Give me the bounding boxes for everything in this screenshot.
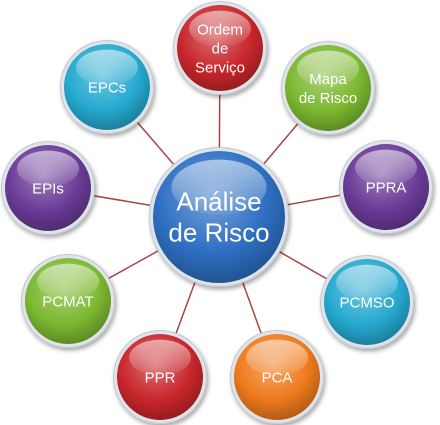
node-pcmso-highlight (336, 264, 398, 301)
node-epis: EPIs (1, 141, 95, 235)
node-pca: PCA (230, 330, 324, 424)
node-ppra-highlight (355, 149, 417, 186)
node-epcs-highlight (76, 49, 138, 86)
node-label-ppra: PPRA (366, 179, 407, 196)
node-label-pca: PCA (262, 369, 293, 386)
node-label-pcmat: PCMAT (42, 293, 93, 310)
center-bubble-highlight (171, 159, 267, 216)
node-pcmat: PCMAT (21, 254, 115, 348)
node-pca-highlight (246, 339, 308, 376)
node-pcmso: PCMSO (320, 255, 414, 349)
node-ppr: PPR (113, 330, 207, 424)
node-ppra: PPRA (339, 140, 433, 234)
node-mapa-de-risco-highlight (297, 50, 359, 87)
node-ppr-highlight (129, 339, 191, 376)
node-label-epis: EPIs (32, 180, 64, 197)
node-label-pcmso: PCMSO (339, 294, 394, 311)
node-label-ppr: PPR (145, 369, 176, 386)
node-ordem-de-servico-highlight (189, 10, 251, 47)
node-epcs: EPCs (60, 40, 154, 134)
node-pcmat-highlight (37, 263, 99, 300)
node-epis-highlight (17, 150, 79, 187)
node-label-epcs: EPCs (88, 79, 126, 96)
